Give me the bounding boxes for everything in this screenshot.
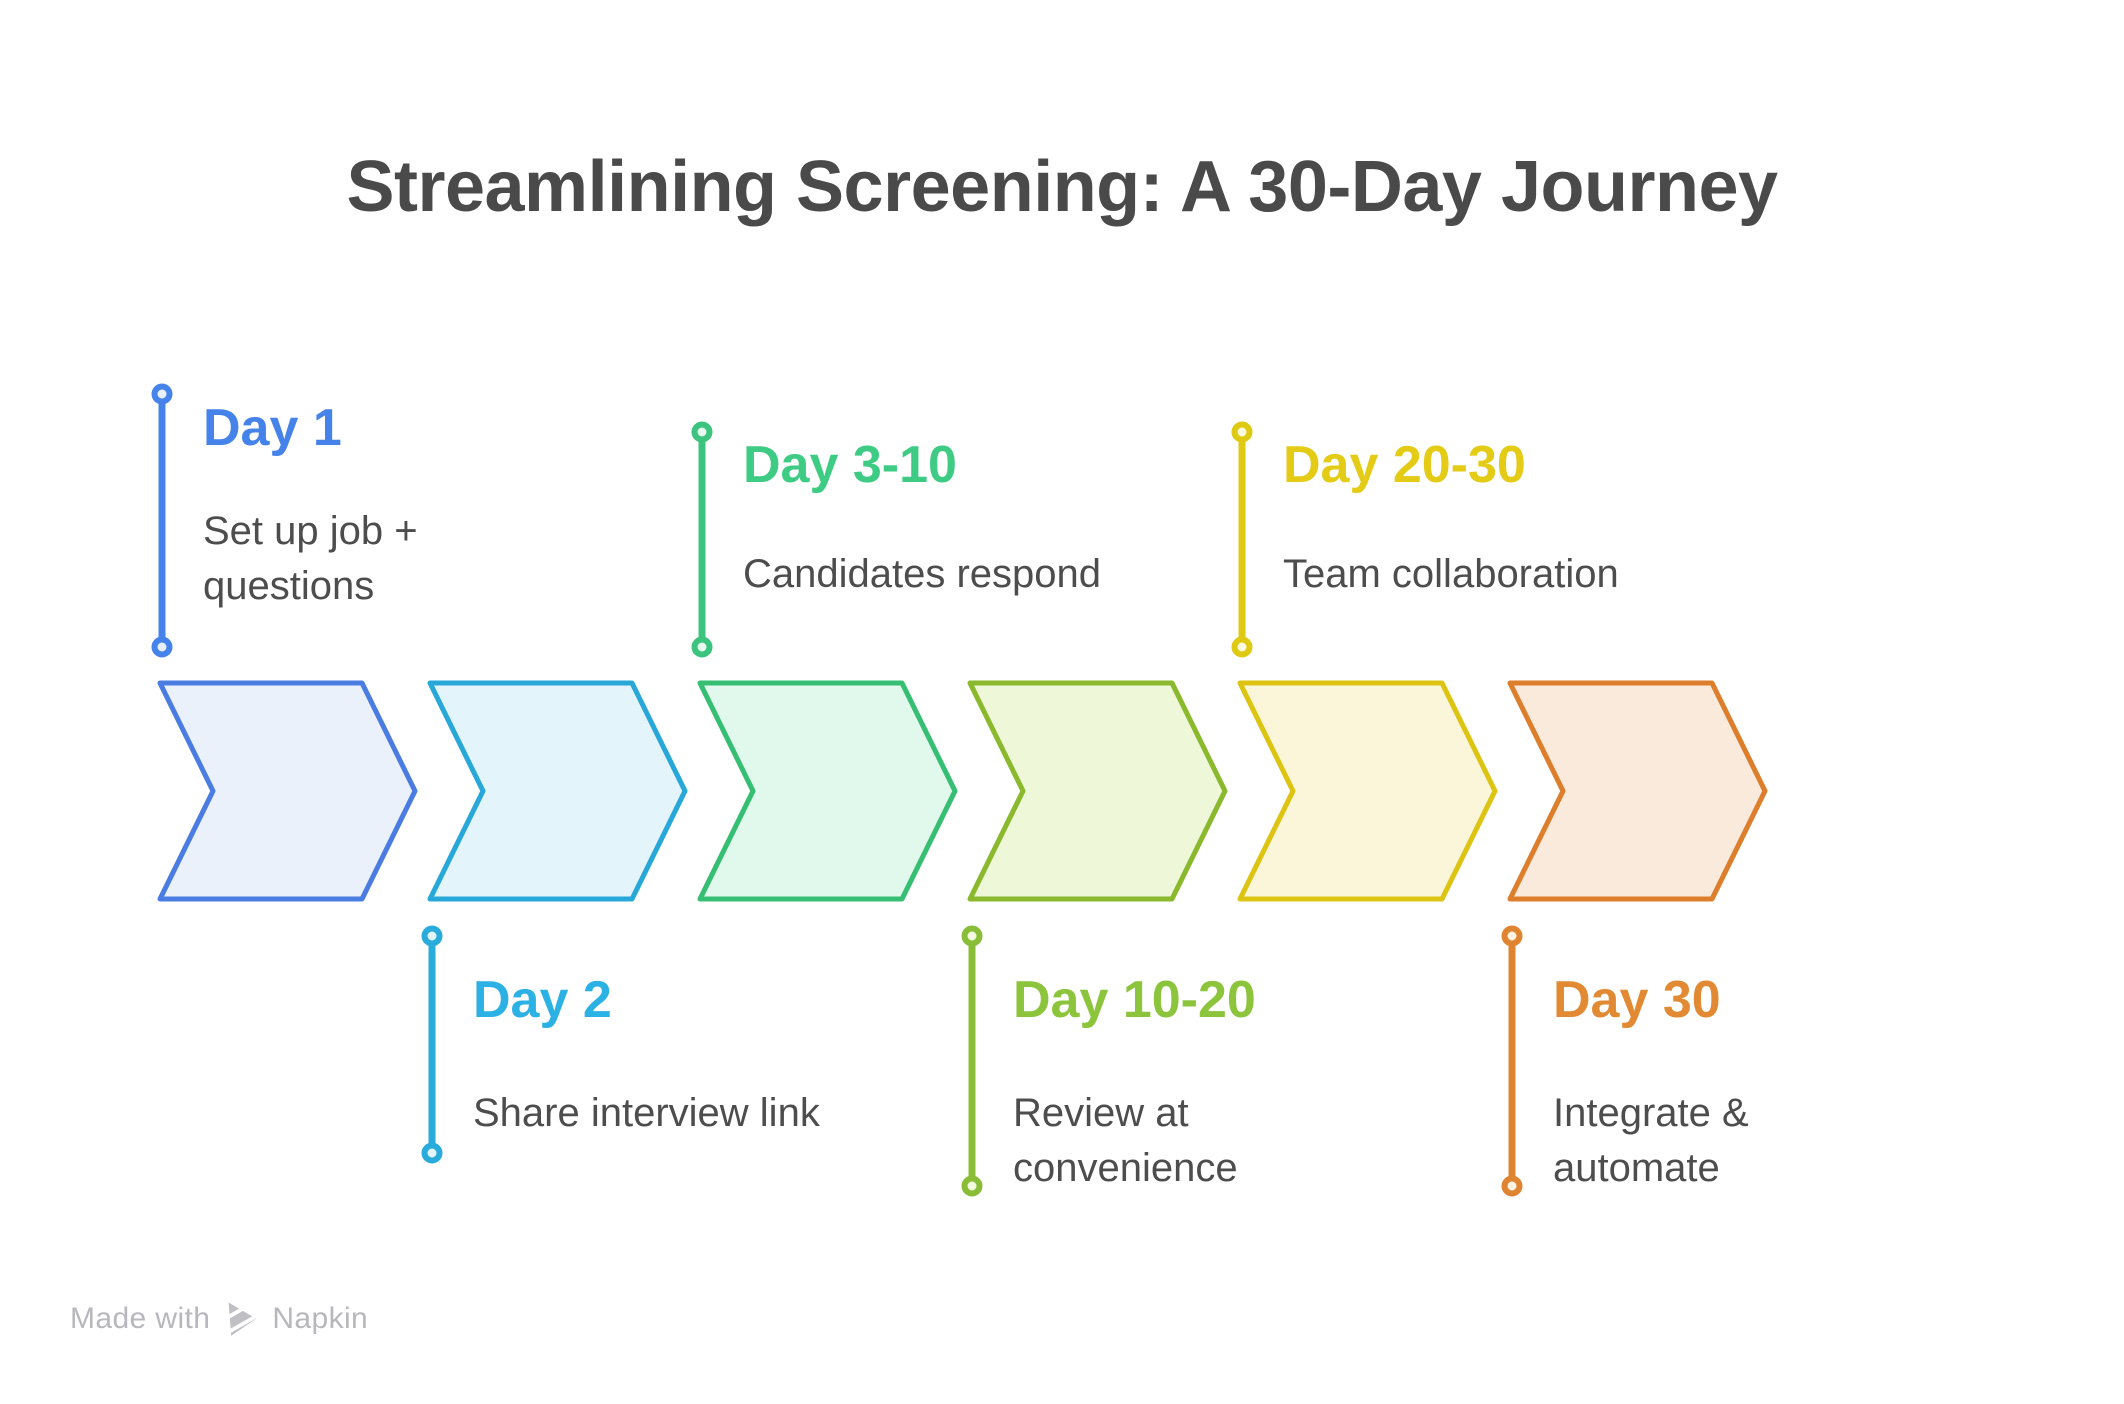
description-line: Candidates respond — [743, 552, 1102, 596]
page-title: Streamlining Screening: A 30-Day Journey — [346, 147, 1778, 227]
description-line: Team collaboration — [1283, 552, 1619, 596]
chevron-day-2 — [427, 680, 688, 902]
milestone-description-day-2: Share interview link — [473, 1086, 820, 1141]
chevron-day-30 — [1507, 680, 1768, 902]
description-line: Set up job + — [203, 509, 418, 553]
watermark-made-with: Made with — [70, 1302, 211, 1335]
timeline-dot-end-day-30 — [1501, 1175, 1523, 1197]
chevron-day-1 — [157, 680, 418, 902]
napkin-logo-icon — [223, 1302, 257, 1336]
timeline-dot-start-day-2 — [421, 925, 443, 947]
timeline-dot-start-day-30 — [1501, 925, 1523, 947]
timeline-dot-end-day-1 — [151, 636, 173, 658]
description-line: Integrate & — [1553, 1091, 1749, 1135]
timeline-dot-start-day-10-20 — [961, 925, 983, 947]
timeline-dot-end-day-20-30 — [1231, 636, 1253, 658]
milestone-description-day-3-10: Candidates respond — [743, 547, 1101, 602]
milestone-description-day-30: Integrate & automate — [1553, 1086, 1749, 1196]
milestone-label-day-3-10: Day 3-10 — [743, 436, 957, 494]
watermark-brand: Napkin — [272, 1302, 369, 1335]
description-line: Share interview link — [473, 1091, 820, 1135]
description-line: questions — [203, 564, 375, 608]
milestone-description-day-20-30: Team collaboration — [1283, 547, 1619, 602]
milestone-label-day-10-20: Day 10-20 — [1013, 971, 1256, 1029]
timeline-dot-end-day-3-10 — [691, 636, 713, 658]
timeline-dot-start-day-1 — [151, 383, 173, 405]
milestone-description-day-1: Set up job + questions — [203, 504, 418, 614]
description-line: Review at — [1013, 1091, 1189, 1135]
timeline-dot-start-day-20-30 — [1231, 421, 1253, 443]
description-line: convenience — [1013, 1146, 1238, 1190]
chevron-day-3-10 — [697, 680, 958, 902]
chevron-day-10-20 — [967, 680, 1228, 902]
chevron-day-20-30 — [1237, 680, 1498, 902]
milestone-label-day-1: Day 1 — [203, 399, 342, 457]
description-line: automate — [1553, 1146, 1720, 1190]
timeline-dot-end-day-10-20 — [961, 1175, 983, 1197]
milestone-label-day-2: Day 2 — [473, 971, 612, 1029]
timeline-dot-start-day-3-10 — [691, 421, 713, 443]
milestone-label-day-30: Day 30 — [1553, 971, 1721, 1029]
timeline-dot-end-day-2 — [421, 1142, 443, 1164]
milestone-label-day-20-30: Day 20-30 — [1283, 436, 1526, 494]
milestone-description-day-10-20: Review at convenience — [1013, 1086, 1238, 1196]
watermark: Made with Napkin — [70, 1300, 368, 1338]
